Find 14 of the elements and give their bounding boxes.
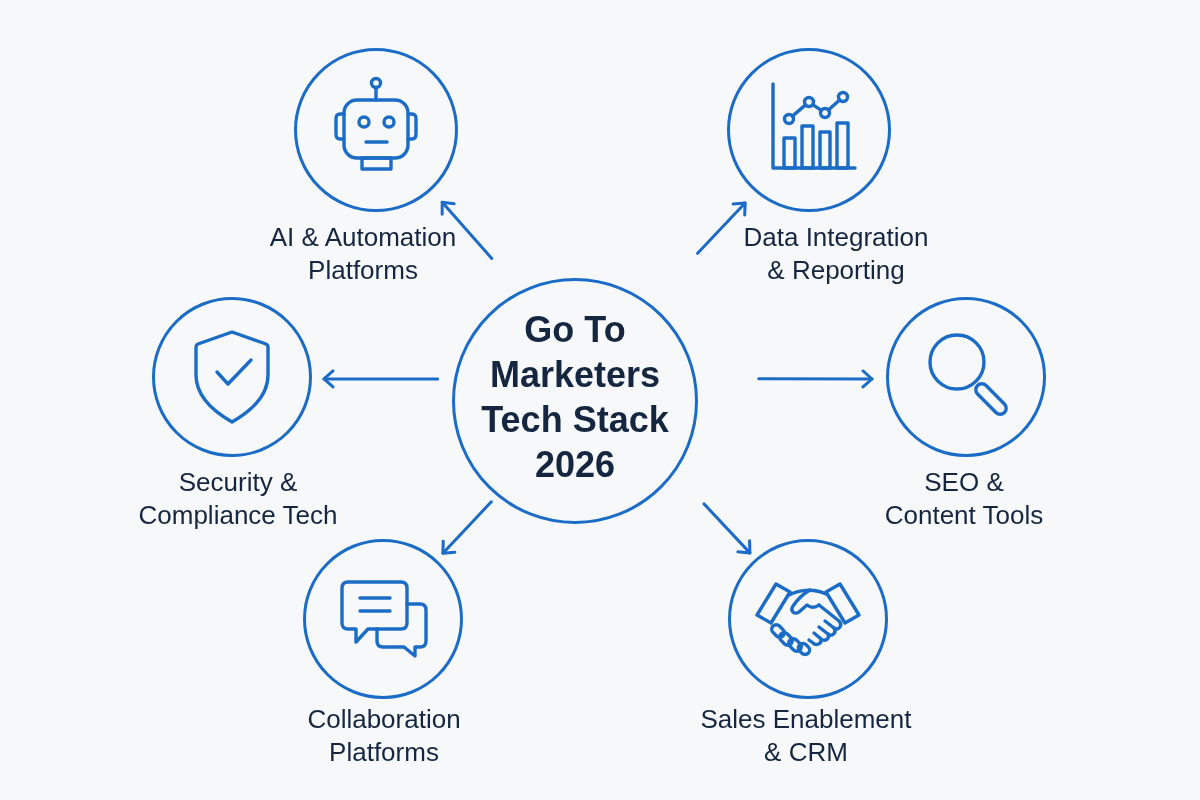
category-label: Security & Compliance Tech bbox=[137, 466, 339, 532]
arrow bbox=[441, 500, 493, 555]
arrow bbox=[440, 200, 494, 260]
category-label: SEO & Content Tools bbox=[883, 466, 1045, 532]
arrow bbox=[696, 201, 747, 255]
arrow bbox=[322, 369, 440, 389]
arrow bbox=[702, 502, 752, 555]
hub-circle bbox=[452, 278, 698, 524]
category-label: AI & Automation Platforms bbox=[268, 221, 458, 287]
category-label: Collaboration Platforms bbox=[306, 703, 462, 769]
arrow bbox=[757, 369, 874, 389]
hub-title: Go To Marketers Tech Stack 2026 bbox=[480, 308, 670, 487]
category-label: Sales Enablement & CRM bbox=[699, 703, 913, 769]
category-label: Data Integration & Reporting bbox=[742, 221, 930, 287]
